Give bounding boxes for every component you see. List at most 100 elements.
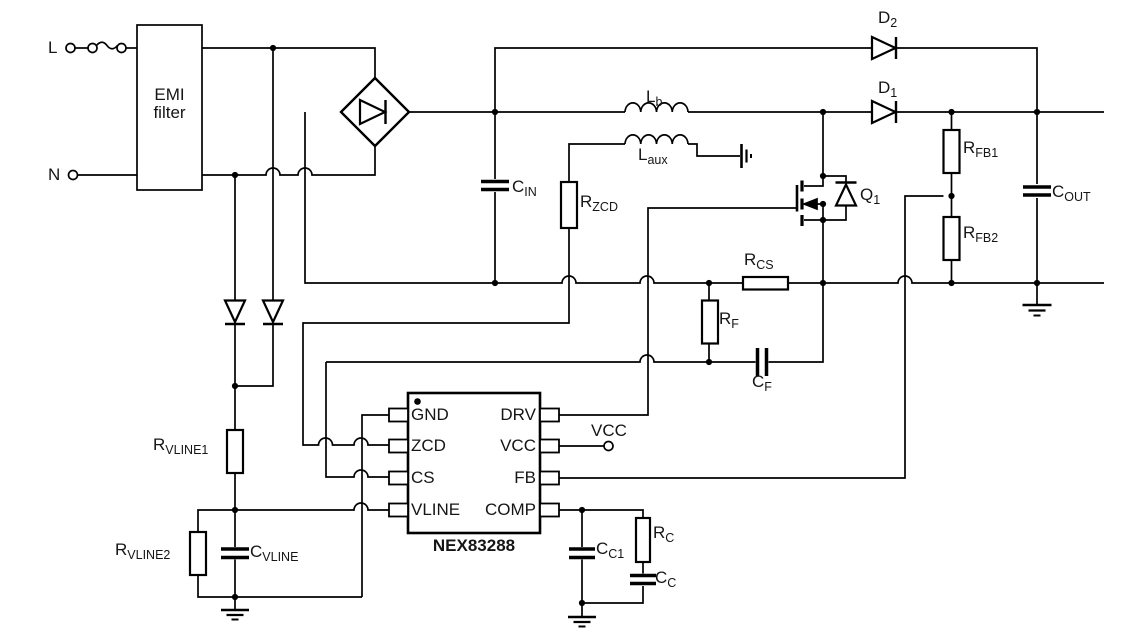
d1-main: D bbox=[878, 78, 891, 97]
cin-plates bbox=[481, 179, 509, 192]
pin-zcd-text: ZCD bbox=[411, 436, 446, 455]
d1-sub: 1 bbox=[890, 86, 898, 100]
junction-dot bbox=[578, 599, 586, 607]
rvline2-branch bbox=[197, 509, 362, 598]
d2-sub: 2 bbox=[890, 16, 898, 30]
resistor-rvline1-icon bbox=[225, 428, 245, 475]
ic-pin-drv bbox=[539, 407, 560, 423]
resistor-rc-icon bbox=[634, 516, 652, 564]
ic-pin-label-cs: CS bbox=[411, 469, 435, 487]
rfb1-main: R bbox=[963, 138, 976, 157]
junction-dot bbox=[819, 108, 827, 116]
q1-drain-wire bbox=[804, 112, 824, 187]
vcc-terminal-icon bbox=[603, 440, 614, 452]
ic-pin-label-gnd: GND bbox=[411, 406, 449, 424]
ic-pin-cs bbox=[388, 470, 409, 486]
lb-sub: b bbox=[655, 95, 663, 109]
line-terminal-label: L bbox=[48, 39, 57, 57]
junction-dot bbox=[819, 216, 827, 224]
rc-label: RC bbox=[653, 523, 674, 545]
cs-pin-wire bbox=[325, 362, 389, 478]
junction-dot bbox=[269, 44, 277, 52]
vcc-terminal bbox=[559, 440, 614, 452]
line-out-wire bbox=[202, 47, 376, 79]
emi-filter-line2: filter bbox=[153, 102, 186, 122]
junction-dots bbox=[231, 44, 1041, 607]
gnd-net-wire bbox=[361, 414, 389, 597]
d2-triangle bbox=[870, 35, 899, 61]
rc-main: R bbox=[653, 523, 666, 542]
rf-main: R bbox=[719, 309, 732, 328]
ic-body bbox=[406, 391, 542, 535]
comp-network bbox=[559, 509, 656, 628]
rvline1-label: RVLINE1 bbox=[153, 435, 209, 457]
line-terminal-icon bbox=[65, 42, 76, 54]
bypass-rail bbox=[494, 47, 1038, 111]
rvline1-main: R bbox=[153, 435, 166, 454]
pin-gnd-text: GND bbox=[411, 405, 449, 424]
pin-cs-text: CS bbox=[411, 468, 435, 487]
fuse-terminal-a-icon bbox=[87, 42, 98, 54]
junction-dot bbox=[819, 279, 827, 287]
junction-dot bbox=[948, 108, 955, 116]
junction-dot bbox=[231, 171, 239, 179]
ic-pin-vline bbox=[388, 502, 409, 518]
ic-pin-comp bbox=[539, 502, 560, 518]
comp-net-wire bbox=[559, 509, 644, 604]
rzcd-label: RZCD bbox=[580, 192, 618, 214]
resistor-rf-icon bbox=[700, 299, 720, 345]
bridge-rectifier-icon bbox=[339, 76, 411, 148]
ic-pin-zcd bbox=[388, 438, 409, 454]
d1-triangle bbox=[870, 99, 899, 125]
cc1-main: C bbox=[596, 539, 609, 558]
junction-dot bbox=[231, 593, 239, 601]
cf-sub: F bbox=[764, 380, 772, 394]
vline-pin-wire bbox=[235, 502, 389, 511]
pin-fb-text: FB bbox=[514, 468, 536, 487]
cout-plates bbox=[1023, 185, 1051, 197]
ic-pin-fb bbox=[539, 470, 560, 486]
inductor-laux-icon bbox=[624, 133, 689, 145]
cf-label: CF bbox=[752, 373, 772, 394]
laux-sub: aux bbox=[647, 153, 668, 167]
cc1-sub: C1 bbox=[608, 547, 625, 561]
cs-sense-wire bbox=[326, 284, 824, 363]
junction-dot bbox=[819, 200, 827, 208]
ic-pin-label-comp: COMP bbox=[456, 501, 536, 519]
ic-part-number: NEX83288 bbox=[408, 537, 540, 555]
rvline2-sub: VLINE2 bbox=[127, 548, 171, 562]
ic-pin-gnd bbox=[388, 407, 409, 423]
cvline-label: CVLINE bbox=[250, 543, 298, 564]
cc-label: CC bbox=[655, 569, 676, 590]
inductor-laux bbox=[568, 133, 752, 182]
cs-network bbox=[325, 275, 824, 478]
ic-pin-label-vline: VLINE bbox=[411, 501, 460, 519]
junction-dot bbox=[578, 506, 586, 514]
ic-pin-label-zcd: ZCD bbox=[411, 437, 446, 455]
emi-filter-label: EMI filter bbox=[137, 86, 202, 122]
pin-comp-text: COMP bbox=[485, 500, 536, 519]
rvline1-sub: VLINE1 bbox=[165, 443, 209, 457]
rzcd-main: R bbox=[580, 192, 593, 211]
capacitor-cf-icon bbox=[755, 348, 769, 376]
d2-label: D2 bbox=[878, 8, 898, 30]
junction-dot bbox=[819, 172, 827, 180]
pin-vline-text: VLINE bbox=[411, 500, 461, 519]
neutral-terminal-icon bbox=[67, 169, 79, 181]
d1-label: D1 bbox=[878, 78, 898, 100]
inductor-lb-icon bbox=[624, 101, 689, 113]
rf-sub: F bbox=[731, 317, 739, 331]
zcd-net-wire bbox=[302, 228, 570, 446]
d2-main: D bbox=[878, 8, 891, 27]
junction-dot bbox=[705, 358, 713, 366]
junction-dot bbox=[1033, 279, 1041, 287]
junction-dot bbox=[948, 192, 955, 200]
neutral-terminal-text: N bbox=[48, 165, 61, 184]
rails bbox=[304, 47, 1104, 284]
ic-part-text: NEX83288 bbox=[432, 536, 516, 555]
ic-pin1-dot-icon bbox=[414, 398, 421, 405]
resistor-rcs-icon bbox=[741, 275, 790, 291]
fuse-wave-icon bbox=[95, 41, 119, 50]
cout-label: COUT bbox=[1052, 183, 1091, 204]
